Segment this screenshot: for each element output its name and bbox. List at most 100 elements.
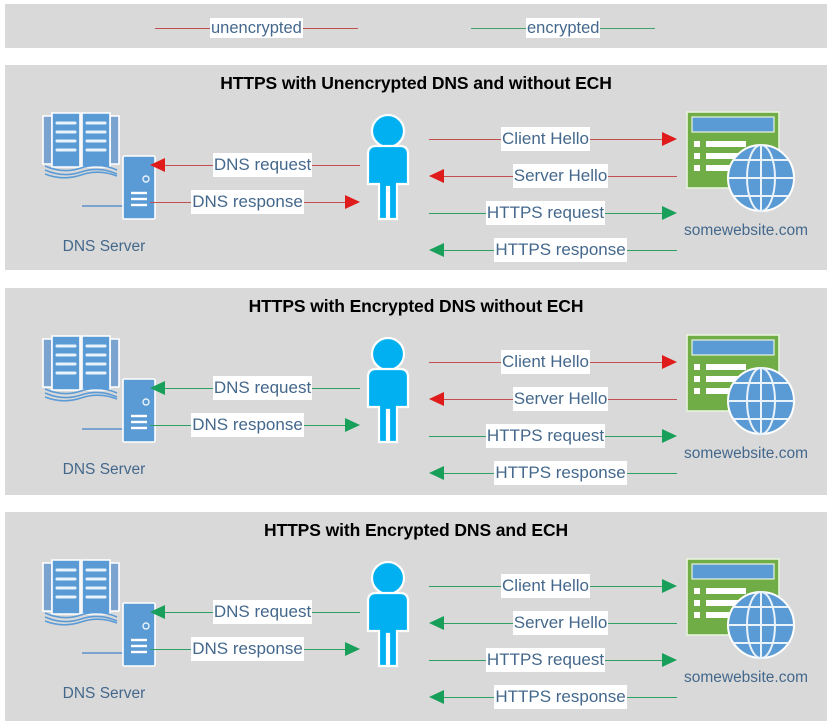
flow-label: Client Hello	[501, 127, 590, 151]
arrow-right-icon	[345, 195, 360, 209]
arrow-left-icon	[429, 466, 444, 480]
globe-icon	[727, 591, 795, 659]
book-icon	[42, 112, 120, 179]
person-icon-wrap	[354, 336, 422, 449]
flow-dns-response-1: DNS response	[150, 413, 360, 437]
flow-label: DNS request	[212, 153, 313, 177]
book-icon	[42, 335, 120, 402]
legend-line-unencrypted-tail	[302, 27, 358, 29]
arrow-left-icon	[150, 605, 165, 619]
arrow-left-icon	[429, 169, 444, 183]
flow-https-request-2: HTTPS request	[429, 648, 677, 672]
dns-server-label: DNS Server	[62, 685, 146, 702]
arrow-right-icon	[662, 132, 677, 146]
panel-title: HTTPS with Encrypted DNS and ECH	[263, 520, 569, 540]
flow-line	[429, 585, 502, 587]
flow-label: DNS response	[191, 413, 304, 437]
flow-label: Client Hello	[501, 574, 590, 598]
flow-label: DNS response	[191, 637, 304, 661]
flow-label: Server Hello	[512, 387, 609, 411]
flow-line	[589, 138, 662, 140]
arrow-left-icon	[429, 690, 444, 704]
flow-line	[605, 212, 662, 214]
panel-title: HTTPS with Encrypted DNS without ECH	[248, 296, 584, 316]
arrow-left-icon	[429, 243, 444, 257]
book-icon	[42, 559, 120, 626]
flow-client-hello-0: Client Hello	[429, 350, 677, 374]
legend-item-encrypted: encrypted	[471, 18, 656, 38]
person-icon-wrap	[354, 113, 422, 226]
flow-line	[429, 435, 486, 437]
flow-https-request-2: HTTPS request	[429, 201, 677, 225]
flow-label: HTTPS request	[485, 201, 606, 225]
arrow-left-icon	[150, 381, 165, 395]
flow-line	[429, 659, 486, 661]
dns-server-label: DNS Server	[62, 461, 146, 478]
flow-label: Server Hello	[512, 611, 609, 635]
website-group: somewebsite.com	[681, 110, 808, 239]
website-label: somewebsite.com	[683, 222, 809, 239]
arrow-right-icon	[345, 418, 360, 432]
flow-server-hello-1: Server Hello	[429, 164, 678, 188]
panel-encrypted-dns-and-ech: HTTPS with Encrypted DNS and ECH DNS Ser…	[5, 512, 827, 721]
arrow-left-icon	[429, 616, 444, 630]
flow-line	[312, 387, 361, 389]
website-window-icon	[686, 111, 795, 212]
flow-server-hello-1: Server Hello	[429, 387, 678, 411]
flow-line	[626, 249, 678, 251]
arrow-right-icon	[662, 355, 677, 369]
globe-icon	[727, 144, 795, 212]
flow-line	[165, 611, 213, 613]
flow-line	[444, 249, 495, 251]
legend-line-encrypted-tail	[600, 27, 656, 29]
flow-line	[444, 472, 495, 474]
flow-client-hello-0: Client Hello	[429, 574, 677, 598]
flow-line	[165, 164, 213, 166]
legend-band: unencrypted encrypted	[5, 4, 827, 48]
server-icon	[122, 155, 156, 220]
website-group: somewebsite.com	[681, 333, 808, 462]
person-icon	[366, 336, 410, 444]
flow-client-hello-0: Client Hello	[429, 127, 677, 151]
book-icon-wrap	[40, 333, 122, 408]
arrow-right-icon	[345, 642, 360, 656]
website-group: somewebsite.com	[681, 557, 808, 686]
panel-title: HTTPS with Unencrypted DNS and without E…	[220, 73, 612, 93]
server-icon	[122, 378, 156, 443]
flow-line	[303, 648, 345, 650]
server-icon-wrap	[122, 155, 156, 225]
arrow-right-icon	[662, 653, 677, 667]
flow-line	[444, 398, 513, 400]
website-window-icon	[686, 334, 795, 435]
flow-dns-request-0: DNS request	[150, 600, 361, 624]
flow-dns-request-0: DNS request	[150, 376, 361, 400]
panel-unencrypted-dns: HTTPS with Unencrypted DNS and without E…	[5, 65, 827, 270]
legend-line-encrypted	[471, 27, 526, 29]
server-link-line	[82, 205, 127, 207]
legend-label-unencrypted: unencrypted	[210, 18, 303, 38]
flow-label: HTTPS request	[485, 424, 606, 448]
flow-line	[608, 622, 678, 624]
flow-line	[303, 201, 345, 203]
flow-line	[303, 424, 345, 426]
person-icon	[366, 113, 410, 221]
flow-label: DNS request	[212, 600, 313, 624]
legend-line-unencrypted	[155, 27, 210, 29]
flow-label: Server Hello	[512, 164, 609, 188]
server-icon	[122, 602, 156, 667]
arrow-right-icon	[662, 579, 677, 593]
website-label: somewebsite.com	[683, 445, 809, 462]
arrow-right-icon	[662, 206, 677, 220]
website-window-icon	[686, 558, 795, 659]
panel-encrypted-dns: HTTPS with Encrypted DNS without ECH DNS…	[5, 288, 827, 495]
flow-label: HTTPS response	[494, 238, 627, 262]
dns-server-label: DNS Server	[62, 238, 146, 255]
server-icon-wrap	[122, 378, 156, 448]
flow-line	[626, 472, 678, 474]
flow-line	[605, 435, 662, 437]
flow-label: HTTPS response	[494, 685, 627, 709]
legend-item-unencrypted: unencrypted	[155, 18, 358, 38]
flow-line	[429, 212, 486, 214]
flow-line	[429, 138, 502, 140]
